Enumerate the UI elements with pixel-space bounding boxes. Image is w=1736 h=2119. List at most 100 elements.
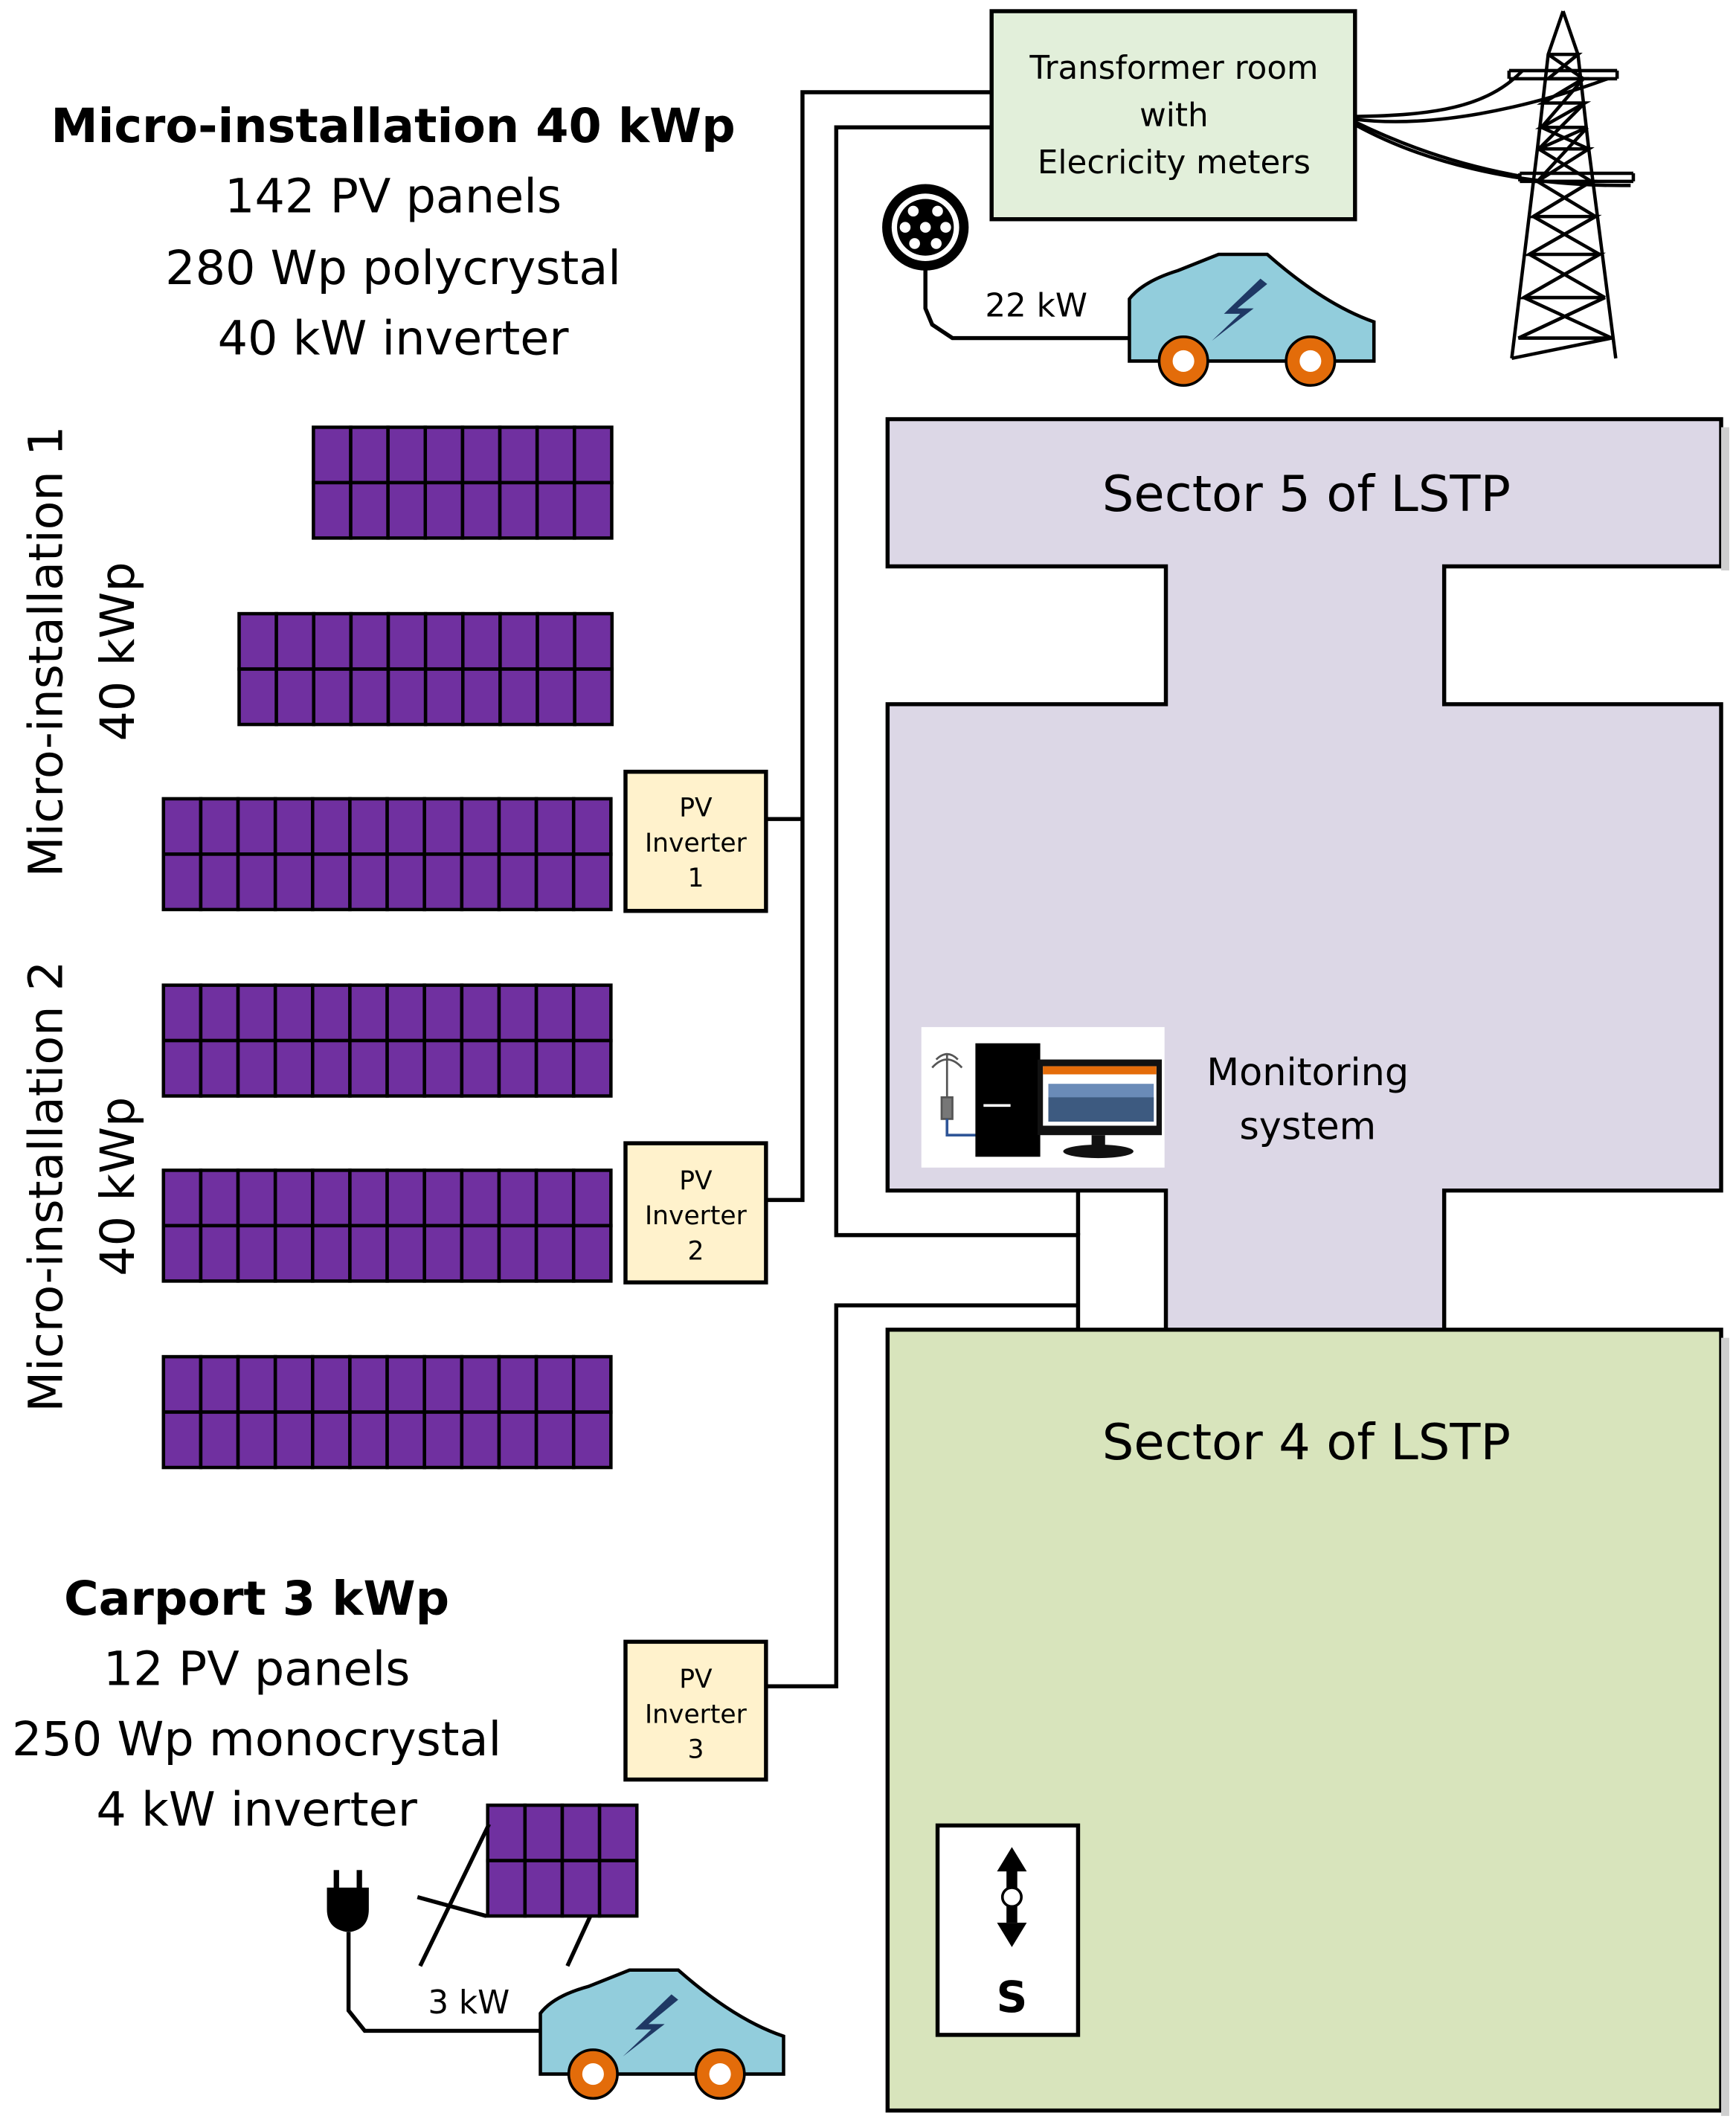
sector4-label: Sector 4 of LSTP	[1102, 1413, 1511, 1471]
pv-array-2a	[161, 983, 613, 1098]
pv-panel	[498, 611, 539, 671]
computer-tower-icon	[975, 1043, 1041, 1157]
pv-panel	[348, 1224, 389, 1283]
sector5-building	[885, 417, 1723, 1334]
pv-panel	[312, 480, 353, 540]
pv-panel	[236, 852, 277, 912]
inverter-label: PV	[679, 1665, 713, 1694]
pv-panel	[571, 1168, 613, 1228]
pv-panel	[161, 1354, 203, 1414]
pv-panel	[274, 667, 316, 727]
pv-panel	[486, 1803, 527, 1862]
pv-panel	[161, 797, 203, 856]
compass-box: S	[935, 1823, 1081, 2037]
pv-panel	[523, 1803, 565, 1862]
pv-panel	[311, 1168, 352, 1228]
pv-panel	[423, 611, 465, 671]
pv-panel	[571, 797, 613, 856]
pv-panel	[534, 1354, 576, 1414]
wire-transformer-outer	[765, 90, 992, 1203]
pv-panel	[497, 797, 539, 856]
wire-charger-cable	[923, 263, 1130, 341]
pv-panel	[422, 797, 464, 856]
pv-panel	[498, 425, 539, 485]
pv-panel	[571, 983, 613, 1043]
pv-panel	[571, 852, 613, 912]
monitoring-label: system	[1239, 1104, 1376, 1148]
pv-panel	[348, 1168, 389, 1228]
pv-panel	[161, 1038, 203, 1098]
pv-panel	[273, 1038, 315, 1098]
pv-panel	[385, 852, 426, 912]
pv-panel	[534, 1224, 576, 1283]
pv-panel	[460, 983, 501, 1043]
pv-panel	[312, 425, 353, 485]
pv-panel	[349, 611, 390, 671]
pv-panel	[497, 1224, 539, 1283]
pv-panel	[236, 797, 277, 856]
pv-panel	[273, 797, 315, 856]
wire-plug-cable	[346, 1932, 541, 2033]
pv-panel	[236, 1038, 277, 1098]
pv-panel	[237, 611, 278, 671]
pv-panel	[571, 1354, 613, 1414]
pv-panel	[536, 611, 576, 671]
pv-panel	[460, 852, 501, 912]
lightning-bolt-icon	[1212, 278, 1267, 341]
pv-panel	[460, 1224, 501, 1283]
pv-array-1b	[237, 611, 614, 727]
pv-panel	[460, 1038, 501, 1098]
pv-panel	[161, 1224, 203, 1283]
pv-panel	[311, 797, 352, 856]
north-south-arrow-icon	[997, 1847, 1027, 1947]
pv-panel	[161, 852, 203, 912]
pv-panel	[348, 983, 389, 1043]
sector5-shadow	[1721, 427, 1729, 570]
pv-panel	[573, 480, 614, 540]
electric-car-icon-top	[1128, 252, 1376, 387]
pv-panel	[422, 1410, 464, 1470]
pv-panel	[236, 1354, 277, 1414]
pv-panel	[571, 1410, 613, 1470]
pv-panel	[573, 611, 614, 671]
transformer-room-line3: Elecricity meters	[1038, 144, 1311, 181]
pv-panel	[422, 1354, 464, 1414]
pv-panel	[497, 1410, 539, 1470]
pv-panel	[161, 1410, 203, 1470]
transmission-tower-icon	[1507, 10, 1636, 361]
pv-panel	[311, 1224, 352, 1283]
pv-panel	[460, 797, 501, 856]
pv-panel	[236, 1410, 277, 1470]
pv-panel	[573, 425, 614, 485]
pv-panel	[597, 1803, 639, 1862]
pv-panel	[273, 983, 315, 1043]
pv-panel	[273, 1168, 315, 1228]
pv-panel	[236, 983, 277, 1043]
pv-panel	[349, 480, 390, 540]
inverter-number: 3	[687, 1735, 704, 1765]
carport-line: 250 Wp monocrystal	[12, 1711, 501, 1766]
pv-panel	[385, 1224, 426, 1283]
pv-panel	[422, 983, 464, 1043]
carport-structure	[417, 1823, 593, 1967]
inverter-number: 2	[687, 1236, 704, 1266]
carport-title: Carport 3 kWp	[64, 1571, 449, 1626]
pv-panel	[497, 1354, 539, 1414]
inverter-label: Inverter	[645, 1700, 748, 1729]
pv-panel	[534, 1410, 576, 1470]
pv-panel	[486, 1859, 527, 1918]
pv-panel	[386, 667, 428, 727]
carport-line: 12 PV panels	[103, 1641, 411, 1696]
wire-transformer-inner	[834, 125, 1081, 1330]
pv-panel	[273, 1410, 315, 1470]
pv-panel	[523, 1859, 565, 1918]
pv-panel	[236, 1224, 277, 1283]
pv-array-carport	[486, 1803, 639, 1918]
inverter-label: PV	[679, 794, 713, 823]
pv-panel	[461, 611, 502, 671]
pv-panel	[312, 611, 353, 671]
pv-panel	[385, 1354, 426, 1414]
pv-panel	[311, 852, 352, 912]
pv-panel	[597, 1859, 639, 1918]
